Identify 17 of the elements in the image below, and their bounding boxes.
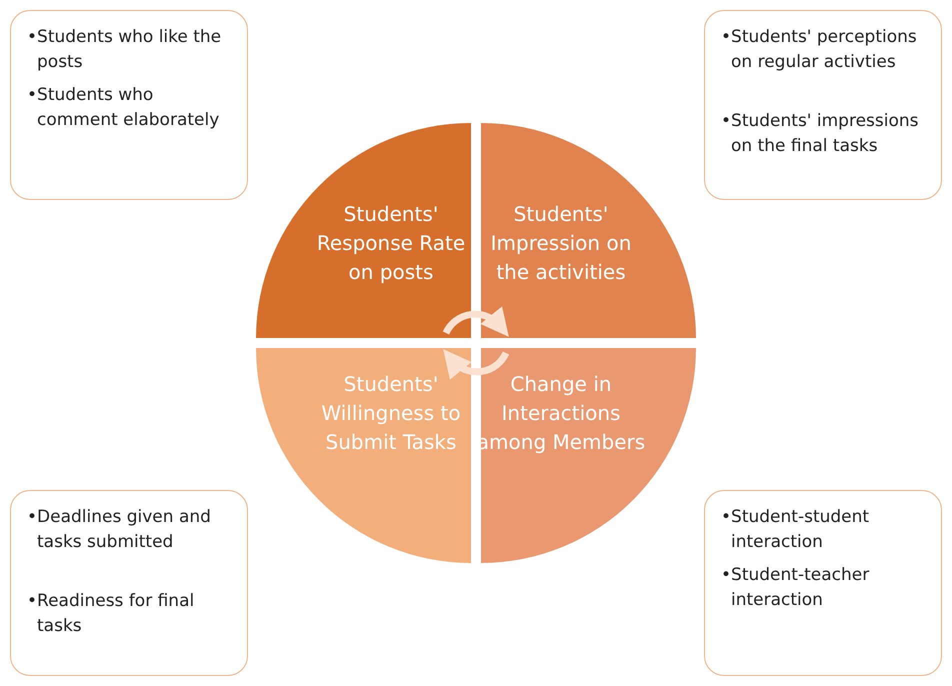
note-box bbox=[10, 490, 248, 676]
cycle-arrow bbox=[442, 350, 510, 380]
quadrant-title: Students' Impression on the activities bbox=[490, 201, 632, 286]
bullet-item: •Students' perceptions on regular activties bbox=[721, 26, 918, 74]
bullet-item: •Students who comment elaborately bbox=[27, 84, 220, 132]
bullet-item: •Deadlines given and tasks submitted bbox=[27, 506, 212, 554]
cycle-arrow bbox=[442, 306, 510, 336]
note-box bbox=[10, 10, 248, 200]
bullet-item: •Students' impressions on the final tasks bbox=[721, 110, 920, 158]
bullet-item: •Student-student interaction bbox=[721, 506, 870, 554]
bullet-item: •Readiness for final tasks bbox=[27, 590, 196, 638]
note-box bbox=[704, 10, 942, 200]
quadrant-title: Students' Response Rate on posts bbox=[316, 201, 466, 286]
quadrant-title: Students' Willingness to Submit Tasks bbox=[320, 371, 462, 456]
note-box bbox=[704, 490, 942, 676]
bullet-item: •Students who like the posts bbox=[27, 26, 222, 74]
bullet-item: •Student-teacher interaction bbox=[721, 564, 870, 612]
